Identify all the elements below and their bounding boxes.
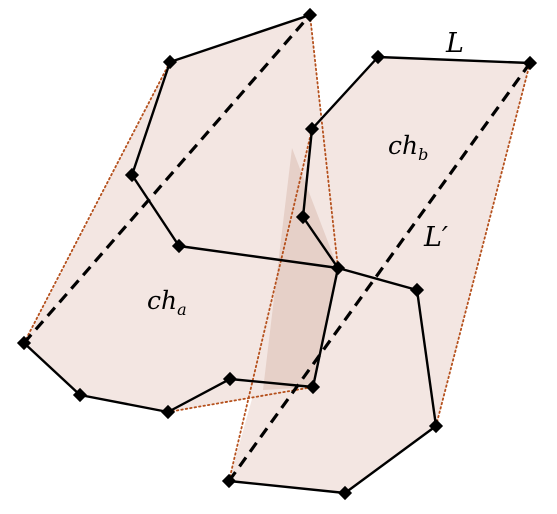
vertex [171, 238, 187, 254]
hull-a-edge-right [309, 14, 339, 269]
vertex [428, 418, 444, 434]
vertex [72, 387, 88, 403]
vertex [302, 7, 318, 23]
label-l: L [445, 28, 464, 59]
hull-b-edge-right [435, 62, 531, 427]
vertex [330, 260, 346, 276]
hull-b-edge-left [228, 128, 313, 482]
label-ch-a: cha [147, 286, 187, 319]
vertex [221, 473, 237, 489]
vertex [304, 121, 320, 137]
chain-a [22, 13, 340, 414]
hull-a-edge-bottom [167, 386, 314, 413]
vertex [16, 335, 32, 351]
label-ch-b: chb [388, 131, 428, 164]
dashed-line-l-prime [227, 62, 532, 482]
vertex [337, 485, 353, 501]
vertex [522, 55, 538, 71]
vertex [370, 49, 386, 65]
vertex [305, 379, 321, 395]
dashed-line-a [22, 13, 312, 345]
vertex [222, 371, 238, 387]
hull-overlap-region [263, 148, 338, 390]
hull-a-region [24, 15, 338, 412]
hull-a-edge-left [23, 61, 171, 344]
vertex [409, 282, 425, 298]
label-l-prime: L′ [423, 222, 448, 253]
vertex [295, 209, 311, 225]
vertex [160, 404, 176, 420]
